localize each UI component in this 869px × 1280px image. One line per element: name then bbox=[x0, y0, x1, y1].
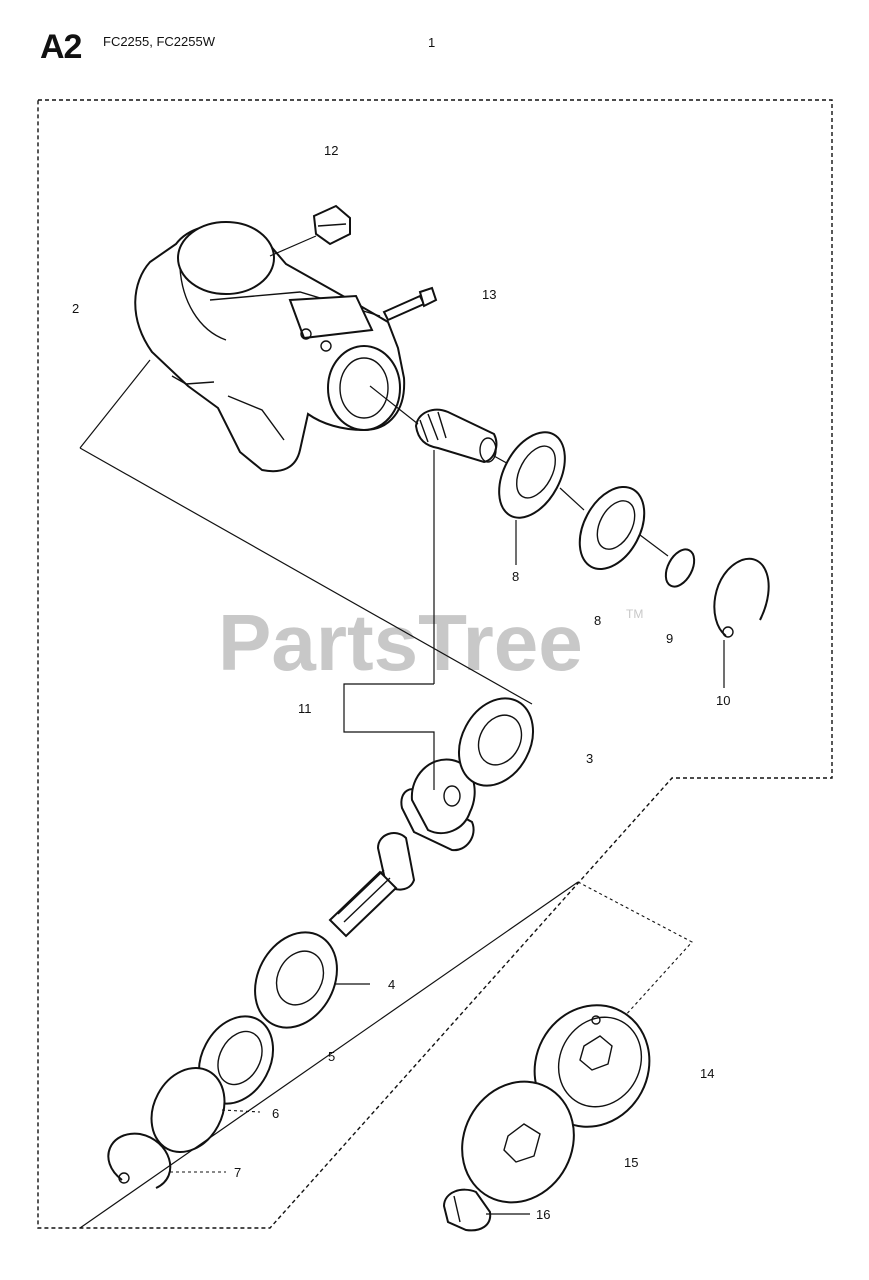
snap-ring-small-part[interactable] bbox=[660, 545, 700, 592]
bolt-part[interactable] bbox=[382, 286, 438, 322]
watermark-trademark: TM bbox=[626, 607, 643, 621]
section-code: A2 bbox=[40, 28, 82, 66]
retaining-washer-part[interactable] bbox=[137, 1055, 238, 1165]
callout-15[interactable]: 15 bbox=[624, 1155, 638, 1170]
callout-13[interactable]: 13 bbox=[482, 287, 496, 302]
pinion-gear-part[interactable] bbox=[414, 408, 498, 464]
lower-circlip-part[interactable] bbox=[107, 1132, 172, 1189]
callout-14[interactable]: 14 bbox=[700, 1066, 714, 1081]
group-boundary bbox=[37, 99, 833, 1229]
callout-10[interactable]: 10 bbox=[716, 693, 730, 708]
seal-ring-part[interactable] bbox=[486, 421, 579, 529]
gear-housing-part[interactable] bbox=[134, 221, 406, 473]
lower-bearing-part[interactable] bbox=[239, 918, 353, 1042]
bearing-part[interactable] bbox=[567, 476, 658, 580]
thrust-washer-part[interactable] bbox=[441, 1062, 595, 1222]
callout-4[interactable]: 4 bbox=[388, 977, 395, 992]
callout-7[interactable]: 7 bbox=[234, 1165, 241, 1180]
callout-2[interactable]: 2 bbox=[72, 301, 79, 316]
plug-screw-part[interactable] bbox=[312, 204, 351, 246]
callout-16[interactable]: 16 bbox=[536, 1207, 550, 1222]
model-codes: FC2255, FC2255W bbox=[103, 34, 215, 49]
group-number: 1 bbox=[428, 35, 436, 50]
nut-part[interactable] bbox=[442, 1188, 492, 1232]
circlip-part[interactable] bbox=[713, 557, 770, 638]
upper-bearing-part[interactable] bbox=[444, 685, 547, 798]
callout-9[interactable]: 9 bbox=[666, 631, 673, 646]
callout-3[interactable]: 3 bbox=[586, 751, 593, 766]
bevel-gear-part[interactable] bbox=[328, 758, 476, 938]
callout-6[interactable]: 6 bbox=[272, 1106, 279, 1121]
callout-8b[interactable]: 8 bbox=[594, 613, 601, 628]
callout-12[interactable]: 12 bbox=[324, 143, 338, 158]
callout-8a[interactable]: 8 bbox=[512, 569, 519, 584]
callout-5[interactable]: 5 bbox=[328, 1049, 335, 1064]
callout-11[interactable]: 11 bbox=[298, 701, 312, 716]
watermark-text: PartsTree bbox=[218, 598, 583, 687]
